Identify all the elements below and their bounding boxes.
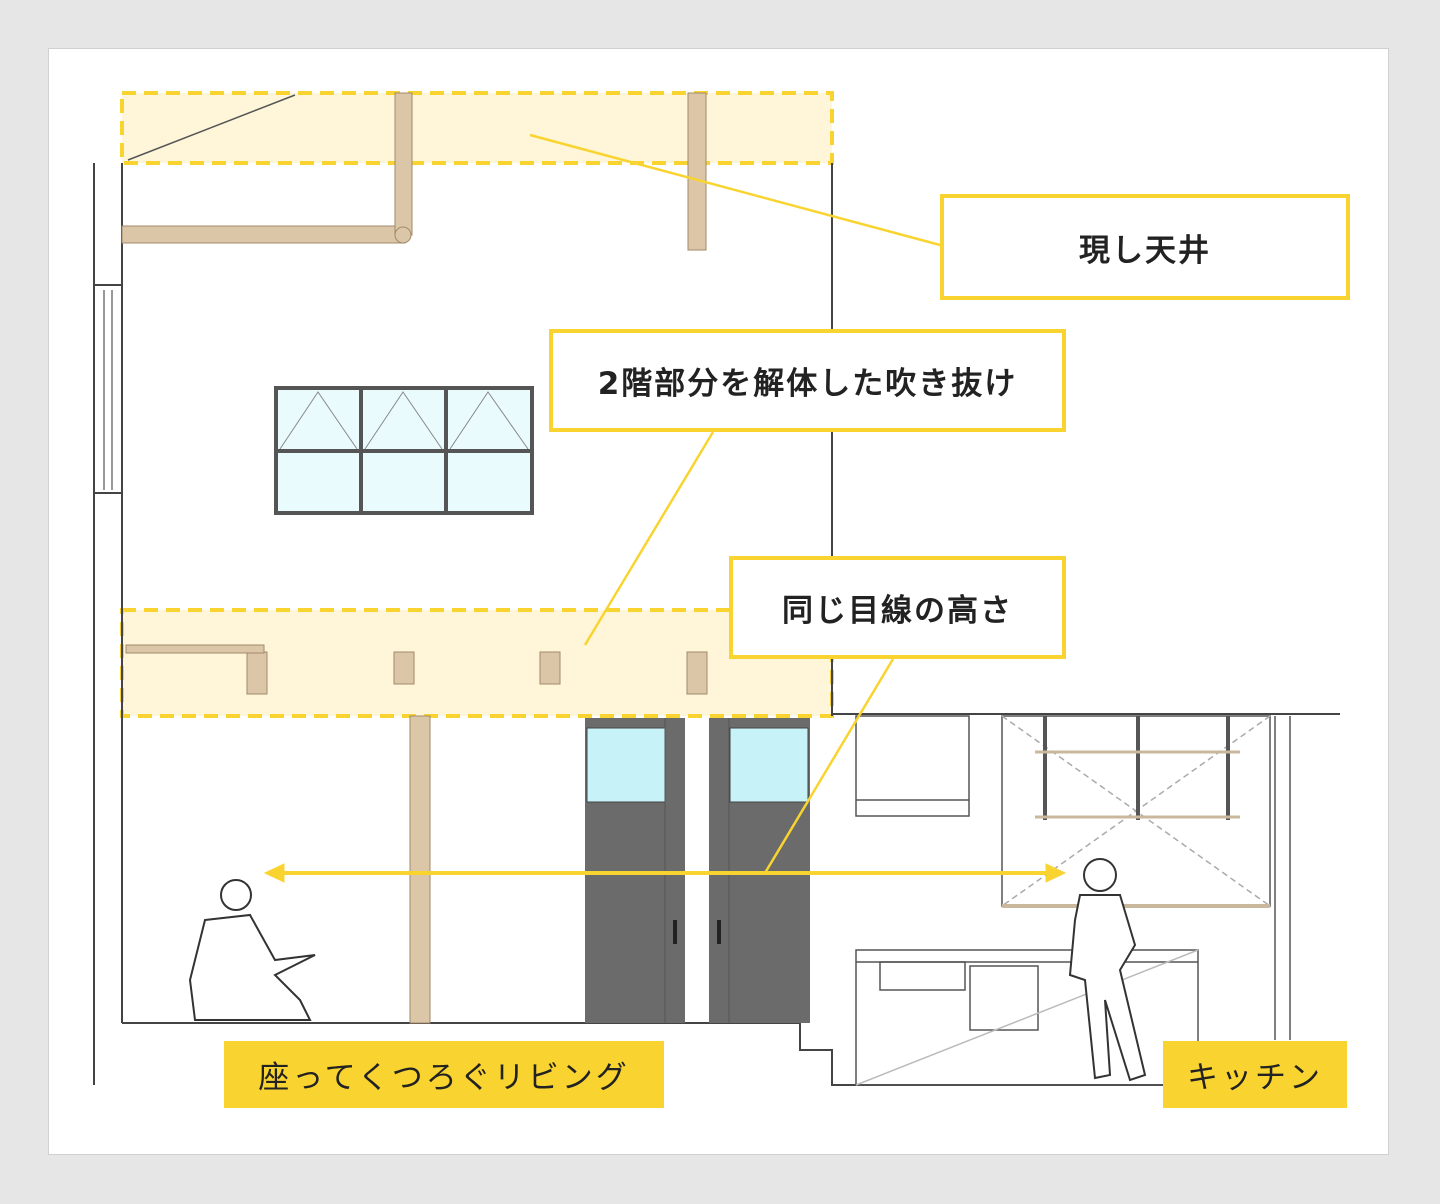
eye-level-arrow <box>263 863 1067 883</box>
eye-level-highlight <box>120 608 834 718</box>
tag-living: 座ってくつろぐリビング <box>224 1041 664 1108</box>
callout-exposed-ceiling: 現し天井 <box>940 194 1350 300</box>
callout-eye-level: 同じ目線の高さ <box>729 556 1066 659</box>
tag-kitchen: キッチン <box>1163 1041 1347 1108</box>
roof-slope <box>127 94 296 161</box>
exposed-ceiling-highlight <box>120 91 834 165</box>
wood-beams <box>121 92 708 1024</box>
kitchen-fixtures <box>855 715 1291 1086</box>
seated-person-figure <box>188 879 316 1021</box>
callout-atrium: 2階部分を解体した吹き抜け <box>549 329 1066 432</box>
standing-person-figure <box>1068 858 1147 1082</box>
window <box>274 386 534 515</box>
leader-lines <box>529 133 941 874</box>
doors <box>585 718 810 1023</box>
